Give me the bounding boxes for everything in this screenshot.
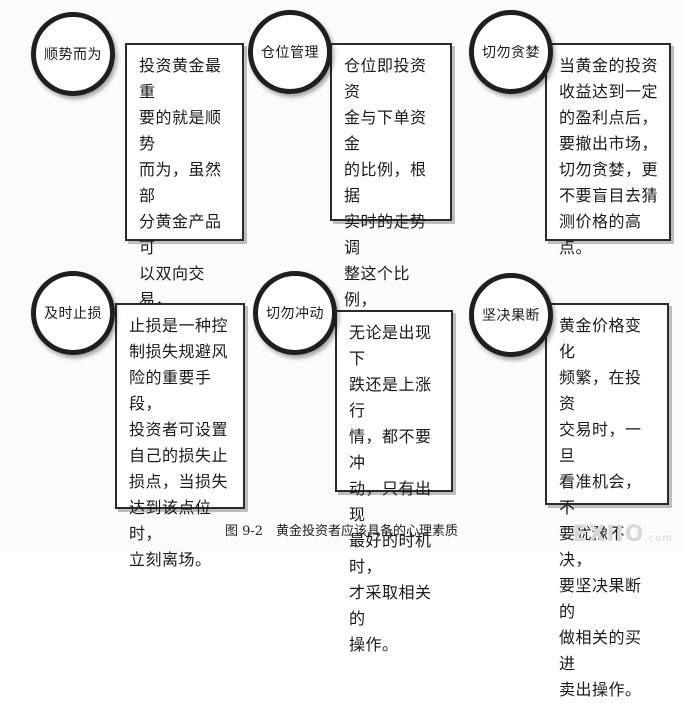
figure-caption: 图 9-2 黄金投资者应该具备的心理素质 [224,524,459,539]
card-text: 黄金价格变化 频繁，在投资 交易时，一旦 看准机会，不 要犹豫不决， 要坚决果断… [559,316,642,699]
card-chongdong: 无论是出现下 跌还是上涨行 情，都不要冲 动，只有出现 最好的时机时， 才采取相… [335,310,453,654]
circle-label: 顺势而为 [44,47,102,63]
circle-zhisun: 及时止损 [31,271,115,355]
card-guoduan: 黄金价格变化 频繁，在投资 交易时，一旦 看准机会，不 要犹豫不决， 要坚决果断… [545,303,669,699]
circle-label: 切勿冲动 [266,306,324,322]
circle-cangwei: 仓位管理 [248,10,332,94]
circle-label: 坚决果断 [482,308,540,324]
card-zhisun: 止损是一种控 制损失规避风 险的重要手段， 投资者可设置 自己的损失止 损点，当… [115,303,245,569]
card-text: 止损是一种控 制损失规避风 险的重要手段， 投资者可设置 自己的损失止 损点，当… [129,316,229,569]
diagram-page: 投资黄金最重 要的就是顺势 而为，虽然部 分黄金产品可 以双向交易， 但类似看涨… [31,10,673,699]
card-shunshi: 投资黄金最重 要的就是顺势 而为，虽然部 分黄金产品可 以双向交易， 但类似看涨… [125,43,244,413]
circle-label: 及时止损 [44,306,102,322]
circle-tanlan: 切勿贪婪 [469,10,553,94]
card-cangwei: 仓位即投资资 金与下单资金 的比例，根据 实时的走势调 整这个比例， 对成功投资… [330,43,452,413]
watermark-main: EXIIO [572,522,645,547]
watermark-logo: EXIIO.com [572,522,673,547]
card-tanlan: 当黄金的投资 收益达到一定 的盈利点后， 要撤出市场， 切勿贪婪，更 不要盲目去… [545,43,671,257]
circle-label: 仓位管理 [261,45,319,61]
circle-guoduan: 坚决果断 [469,273,553,357]
card-text: 无论是出现下 跌还是上涨行 情，都不要冲 动，只有出现 最好的时机时， 才采取相… [349,323,432,654]
card-text: 当黄金的投资 收益达到一定 的盈利点后， 要撤出市场， 切勿贪婪，更 不要盲目去… [559,56,659,257]
circle-chongdong: 切勿冲动 [253,271,337,355]
circle-label: 切勿贪婪 [482,45,540,61]
circle-shunshi: 顺势而为 [31,12,115,96]
watermark-suffix: .com [644,533,673,544]
